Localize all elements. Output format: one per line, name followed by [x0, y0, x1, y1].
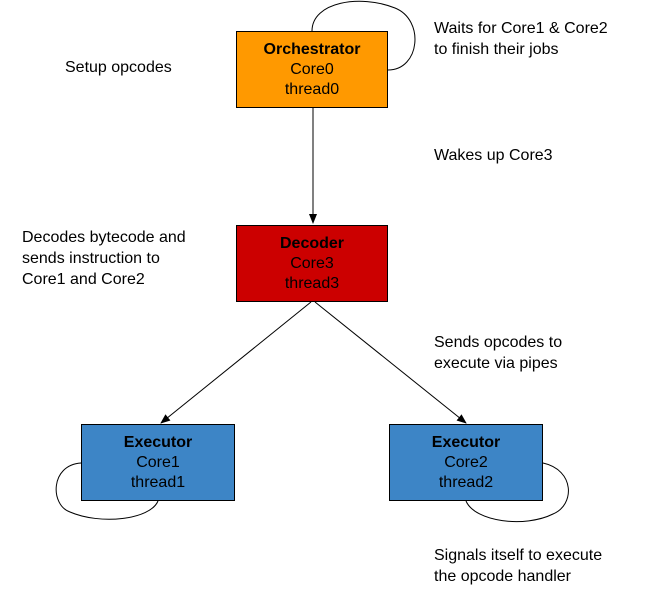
orchestrator-thread: thread0 — [284, 80, 340, 98]
executor1-node: Executor Core1 thread1 — [81, 424, 235, 501]
decoder-node: Decoder Core3 thread3 — [236, 225, 388, 302]
executor1-core: Core1 — [136, 453, 180, 471]
executor1-thread: thread1 — [130, 473, 186, 491]
note-setup-opcodes: Setup opcodes — [65, 59, 172, 76]
note-waits-for-cores: Waits for Core1 & Core2 to finish their … — [434, 20, 608, 58]
executor1-title: Executor — [123, 433, 193, 451]
arrow-decoder-to-executor1 — [160, 301, 312, 424]
self-loop-orchestrator — [311, 0, 416, 71]
note-wakes-up-core3: Wakes up Core3 — [434, 147, 553, 164]
orchestrator-core: Core0 — [290, 60, 334, 78]
decoder-thread: thread3 — [284, 274, 340, 292]
executor2-title: Executor — [431, 433, 501, 451]
executor2-core: Core2 — [444, 453, 488, 471]
note-decodes-bytecode: Decodes bytecode and sends instruction t… — [22, 229, 186, 288]
self-loop-executor1 — [55, 462, 159, 520]
decoder-title: Decoder — [279, 234, 345, 252]
executor2-thread: thread2 — [438, 473, 494, 491]
self-loop-executor2 — [465, 462, 569, 523]
arrow-decoder-to-executor2 — [314, 301, 467, 424]
orchestrator-node: Orchestrator Core0 thread0 — [236, 31, 388, 108]
decoder-core: Core3 — [290, 254, 334, 272]
orchestrator-title: Orchestrator — [263, 40, 361, 58]
note-sends-opcodes: Sends opcodes to execute via pipes — [434, 334, 563, 372]
note-signals-itself: Signals itself to execute the opcode han… — [434, 547, 603, 585]
executor2-node: Executor Core2 thread2 — [389, 424, 543, 501]
